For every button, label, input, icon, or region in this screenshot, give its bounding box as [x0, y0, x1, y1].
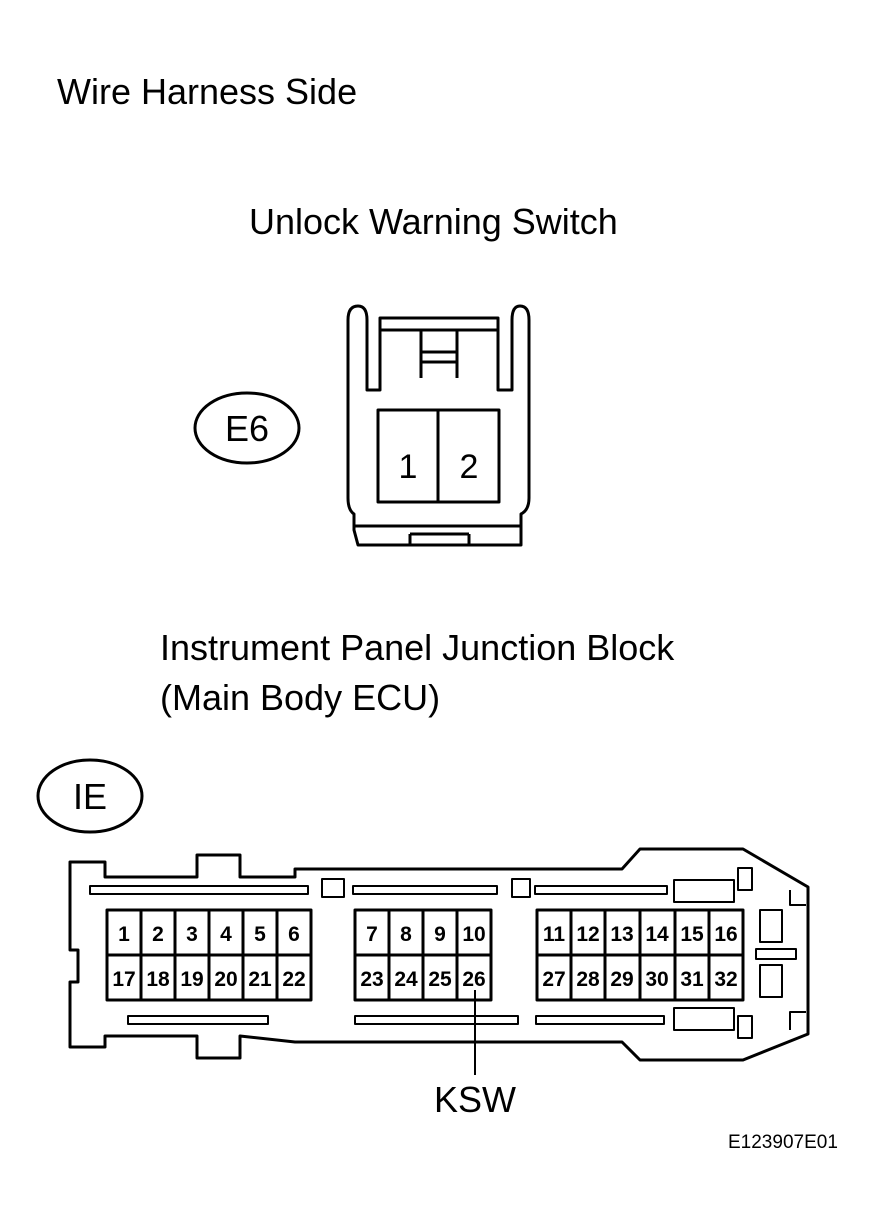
- e6-connector-badge: [193, 391, 301, 465]
- ie-connector-title: Instrument Panel Junction Block: [160, 627, 675, 668]
- ie-pin-20: 20: [214, 968, 237, 991]
- ie-pin-16: 16: [714, 923, 737, 946]
- ie-pin-23: 23: [360, 968, 383, 991]
- e6-connector-housing: [346, 304, 531, 547]
- ie-pin-31: 31: [680, 968, 704, 991]
- ie-pin-group-3: [535, 908, 745, 1002]
- ie-pin-13: 13: [610, 923, 633, 946]
- ie-connector-id: IE: [73, 776, 107, 817]
- ie-pin-32: 32: [714, 968, 737, 991]
- ie-pin-4: 4: [220, 923, 232, 946]
- ie-pin-19: 19: [180, 968, 203, 991]
- ie-pin-26: 26: [462, 968, 485, 991]
- ie-pin-21: 21: [248, 968, 272, 991]
- ie-pin-17: 17: [112, 968, 135, 991]
- ie-pin-group-2: [353, 908, 493, 1002]
- ie-pin-6: 6: [288, 923, 300, 946]
- ie-pin-30: 30: [645, 968, 668, 991]
- ie-pin-8: 8: [400, 923, 412, 946]
- figure-id: E123907E01: [728, 1132, 838, 1153]
- ie-connector-subtitle: (Main Body ECU): [160, 677, 441, 718]
- ie-pin-29: 29: [610, 968, 633, 991]
- ie-pin-25: 25: [428, 968, 452, 991]
- ie-pin-9: 9: [434, 923, 446, 946]
- e6-connector-title: Unlock Warning Switch: [249, 201, 618, 242]
- ie-pin-24: 24: [394, 968, 418, 991]
- ie-connector: IE: [36, 758, 810, 1075]
- ie-pin-22: 22: [282, 968, 305, 991]
- ksw-callout-label: KSW: [434, 1079, 517, 1120]
- ie-connector-badge: [36, 758, 144, 834]
- e6-connector: E6 1 2: [193, 304, 531, 547]
- ie-pin-12: 12: [576, 923, 599, 946]
- ie-pin-28: 28: [576, 968, 600, 991]
- ie-pin-18: 18: [146, 968, 170, 991]
- ie-pin-27: 27: [542, 968, 565, 991]
- ie-connector-housing: [68, 847, 810, 1062]
- ie-pin-group-1: [105, 908, 313, 1002]
- e6-pin-1: 1: [399, 448, 418, 486]
- ie-pin-14: 14: [645, 923, 669, 946]
- ie-pin-5: 5: [254, 923, 266, 946]
- page-title: Wire Harness Side: [57, 71, 358, 112]
- ie-pin-11: 11: [543, 923, 566, 946]
- ie-pin-15: 15: [680, 923, 704, 946]
- ie-pin-10: 10: [462, 923, 485, 946]
- ie-pin-7: 7: [366, 923, 378, 946]
- ie-pin-1: 1: [118, 923, 130, 946]
- e6-pin-2: 2: [460, 448, 479, 486]
- ie-pin-2: 2: [152, 923, 164, 946]
- e6-connector-id: E6: [225, 408, 269, 449]
- ie-pin-3: 3: [186, 923, 198, 946]
